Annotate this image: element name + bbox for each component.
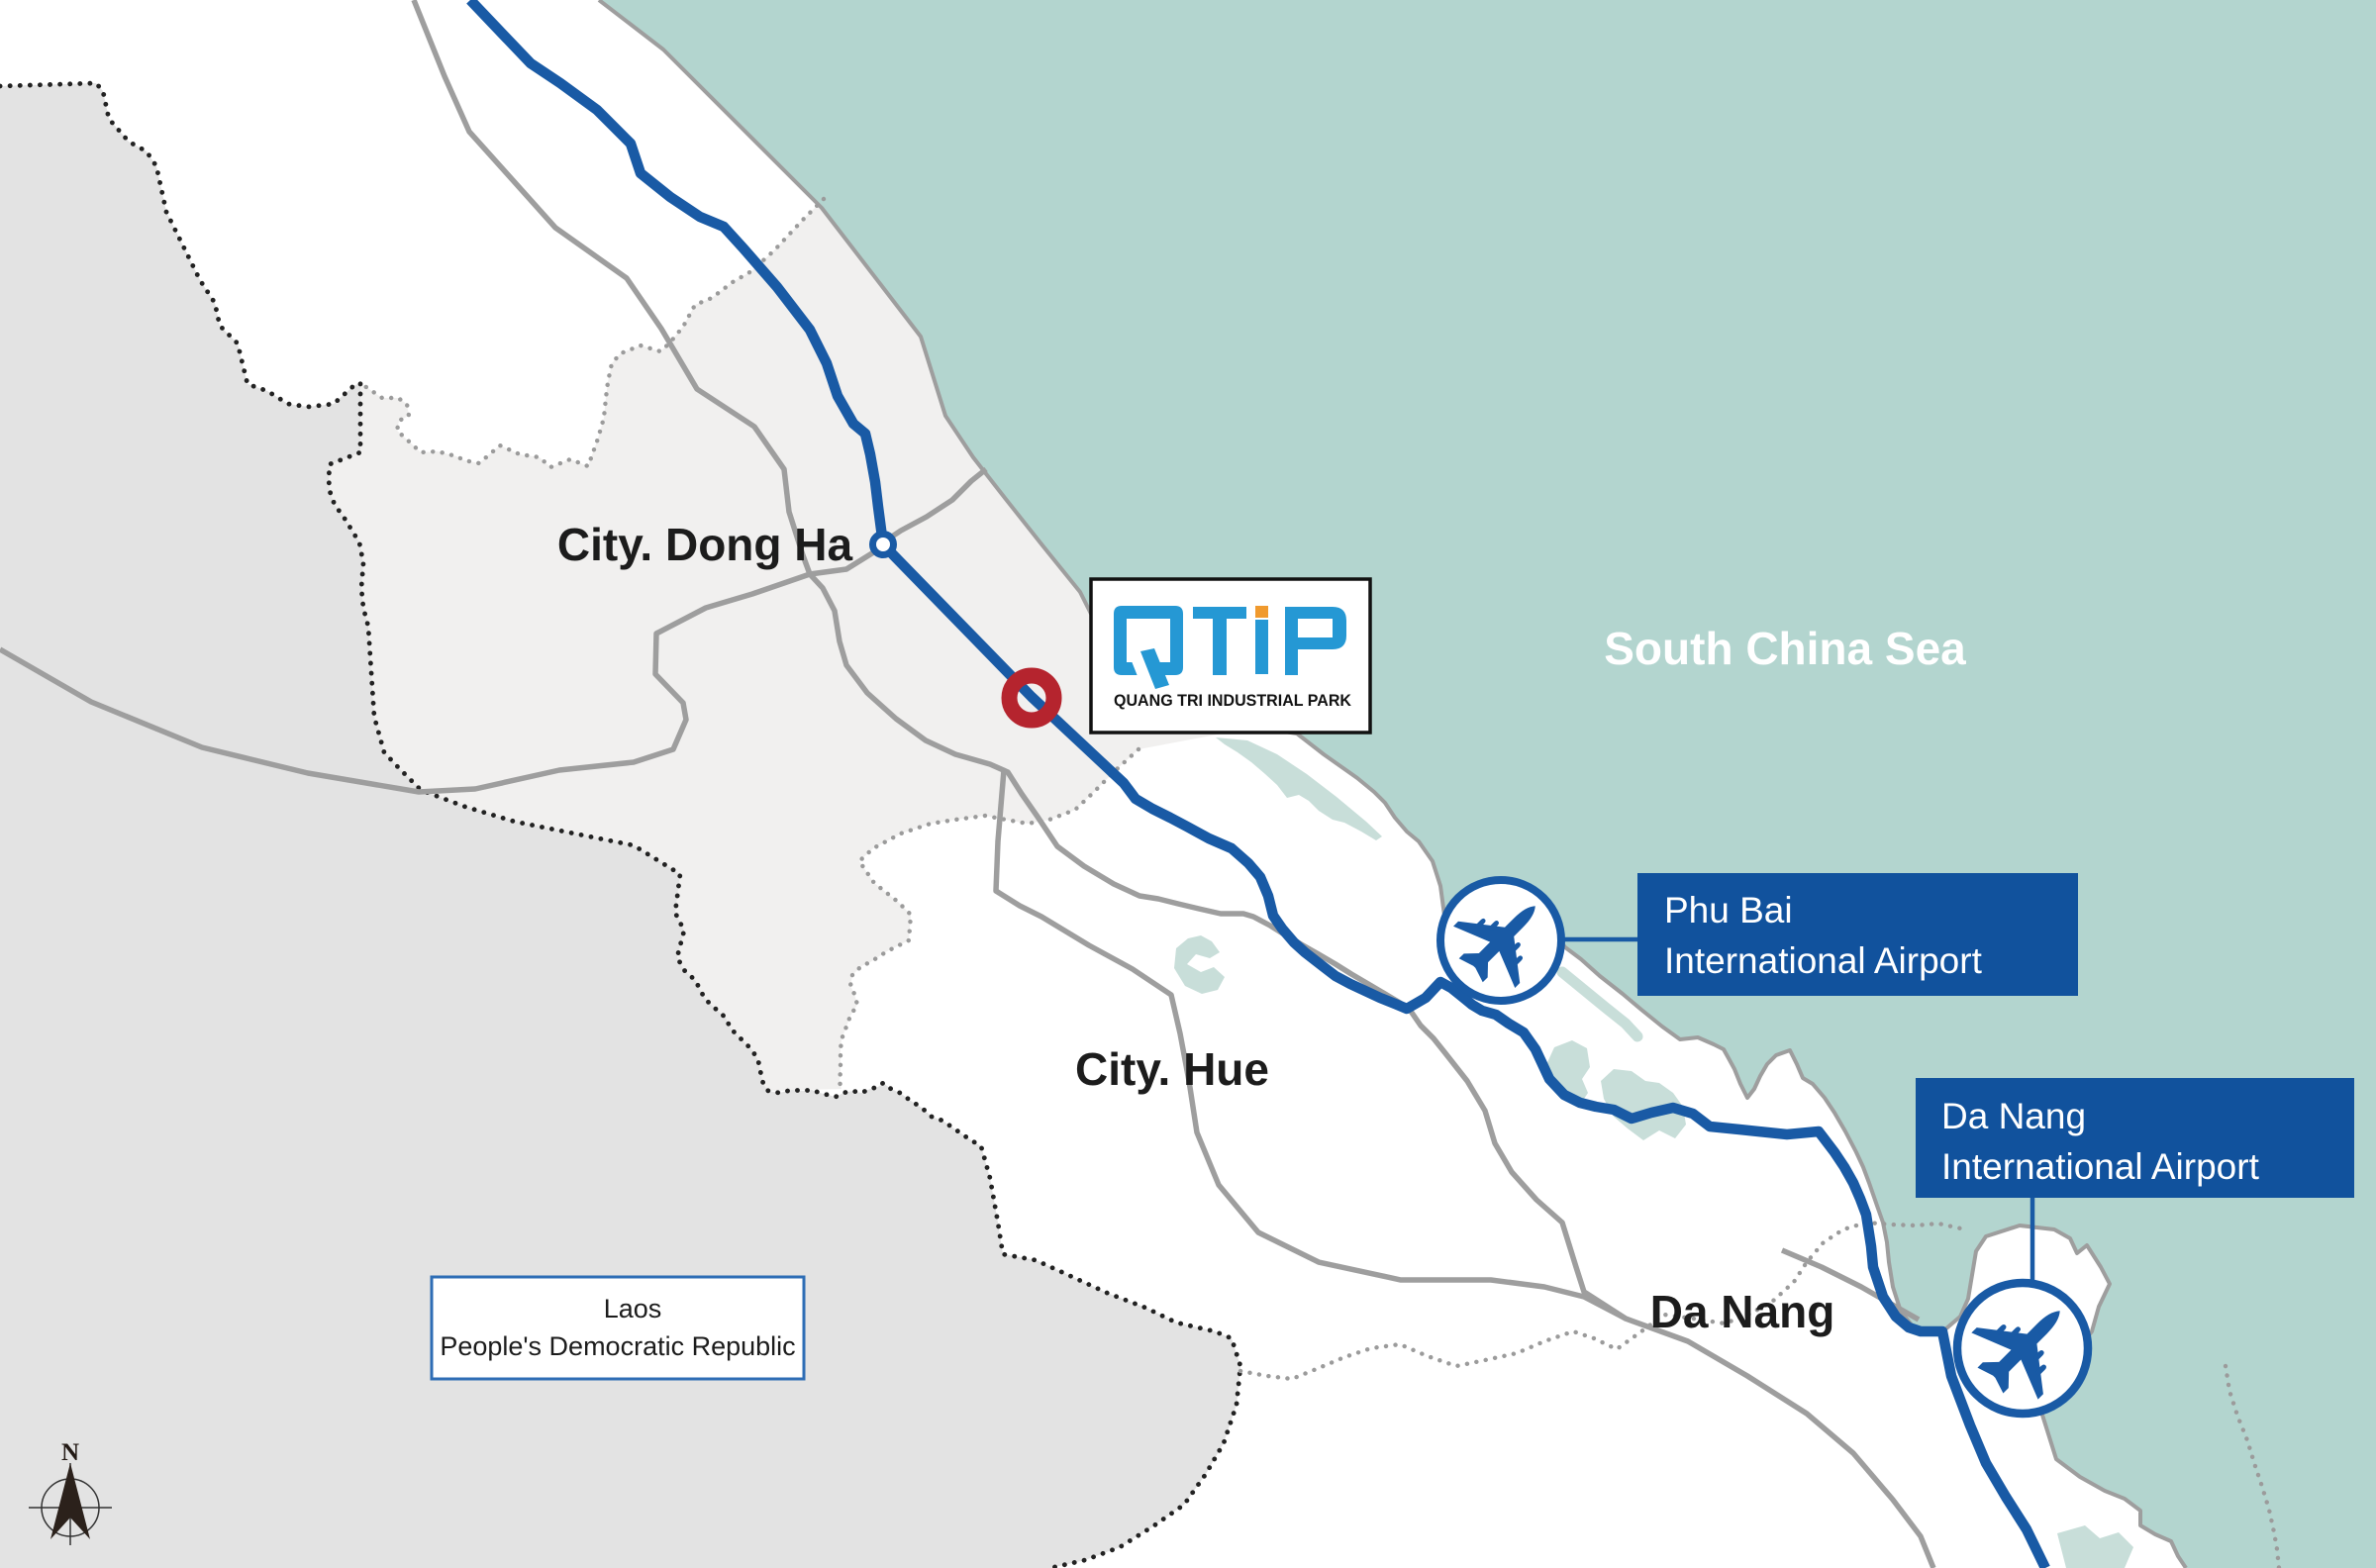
svg-text:City. Hue: City. Hue [1075,1043,1269,1095]
svg-text:South China Sea: South China Sea [1604,623,1966,674]
svg-text:QUANG TRI INDUSTRIAL PARK: QUANG TRI INDUSTRIAL PARK [1114,691,1352,710]
svg-text:Da Nang: Da Nang [1941,1096,2086,1136]
svg-text:International Airport: International Airport [1941,1146,2260,1187]
svg-text:City. Dong Ha: City. Dong Ha [557,519,853,570]
svg-text:International Airport: International Airport [1664,940,1983,981]
svg-text:Laos: Laos [604,1294,662,1323]
svg-text:Phu Bai: Phu Bai [1664,890,1793,931]
svg-text:People's Democratic Republic: People's Democratic Republic [440,1331,795,1361]
svg-text:Da Nang: Da Nang [1650,1286,1835,1337]
svg-text:N: N [61,1439,79,1466]
